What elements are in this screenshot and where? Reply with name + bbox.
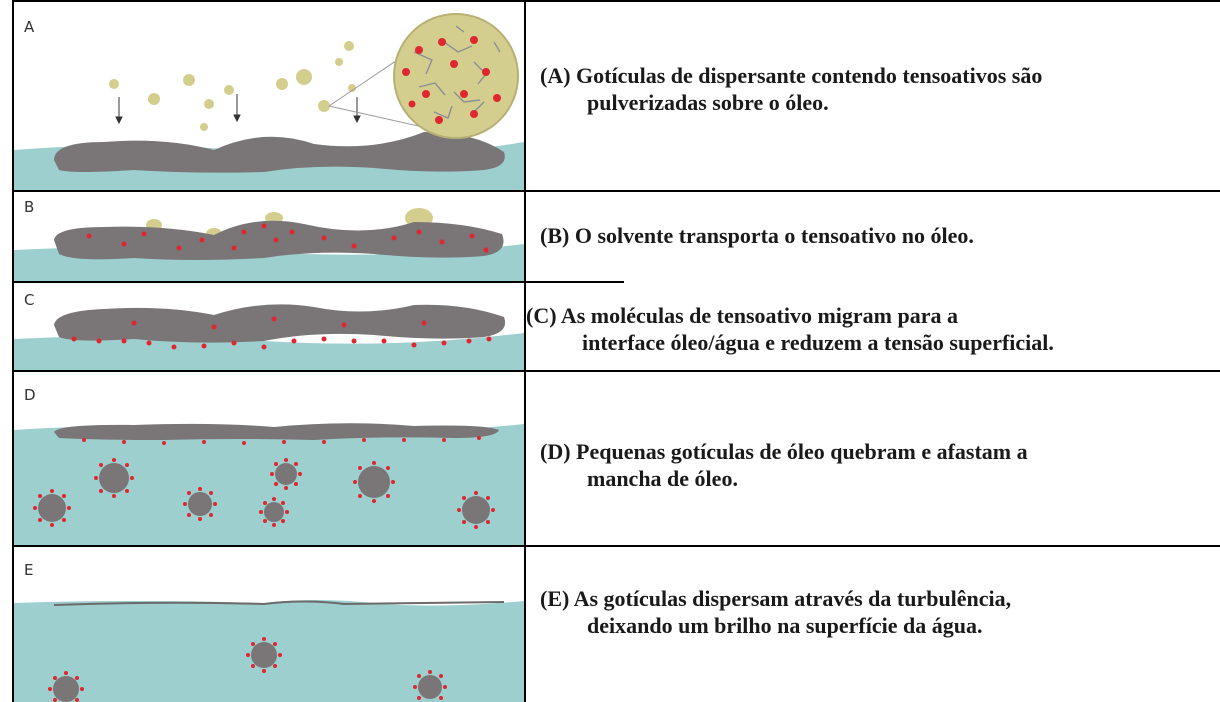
water-body (14, 424, 524, 545)
panel-c-letter: C (24, 291, 34, 309)
surfactant-molecules (82, 436, 481, 445)
caption-e-line1: (E) As gotículas dispersam através da tu… (540, 586, 1012, 611)
panel-a-letter: A (24, 18, 35, 36)
caption-d-line2: mancha de óleo. (587, 466, 738, 491)
oil-slick (54, 220, 504, 260)
panel-e-letter: E (24, 561, 33, 579)
caption-e-line2: deixando um brilho na superfície da água… (587, 613, 983, 638)
top-border (12, 0, 1220, 2)
caption-a-line1: (A) Gotículas de dispersante contendo te… (540, 63, 1043, 88)
panel-a-illustration: A (14, 2, 524, 190)
caption-b-line1: (B) O solvente transporta o tensoativo n… (540, 223, 974, 248)
caption-c-line1: (C) As moléculas de tensoativo migram pa… (526, 303, 959, 328)
caption-d-line1: (D) Pequenas gotículas de óleo quebram e… (540, 439, 1028, 464)
caption-b: (B) O solvente transporta o tensoativo n… (540, 222, 974, 249)
row-divider-4 (12, 545, 1220, 547)
surfactant-molecules (86, 223, 489, 253)
panel-b-illustration: B (14, 192, 524, 281)
surfactant-molecules (71, 316, 492, 350)
spray-arrows (115, 94, 361, 125)
row-divider-3 (12, 370, 1220, 372)
column-divider (524, 0, 526, 702)
oil-droplets (33, 458, 495, 529)
caption-d: (D) Pequenas gotículas de óleo quebram e… (540, 438, 1028, 492)
zoom-circle (393, 13, 519, 139)
panel-c-illustration: C (14, 283, 524, 370)
panel-b-letter: B (24, 198, 34, 216)
row-divider-1 (12, 190, 1220, 192)
oil-slick (54, 132, 505, 173)
panel-d-letter: D (24, 386, 36, 404)
oil-slick (54, 304, 506, 343)
caption-c: (C) As moléculas de tensoativo migram pa… (526, 302, 1054, 356)
oil-slick (54, 423, 499, 440)
row-divider-2 (12, 281, 624, 283)
dispersant-droplets (109, 41, 356, 131)
oil-droplets (48, 637, 447, 702)
caption-c-line2: interface óleo/água e reduzem a tensão s… (582, 330, 1054, 355)
caption-a-line2: pulverizadas sobre o óleo. (587, 90, 829, 115)
oil-sheen (53, 600, 505, 606)
water-surface (14, 333, 524, 370)
caption-e: (E) As gotículas dispersam através da tu… (540, 585, 1011, 639)
panel-d-illustration: D (14, 372, 524, 545)
panel-e-illustration: E (14, 547, 524, 702)
left-border (12, 0, 14, 702)
caption-a: (A) Gotículas de dispersante contendo te… (540, 62, 1042, 116)
